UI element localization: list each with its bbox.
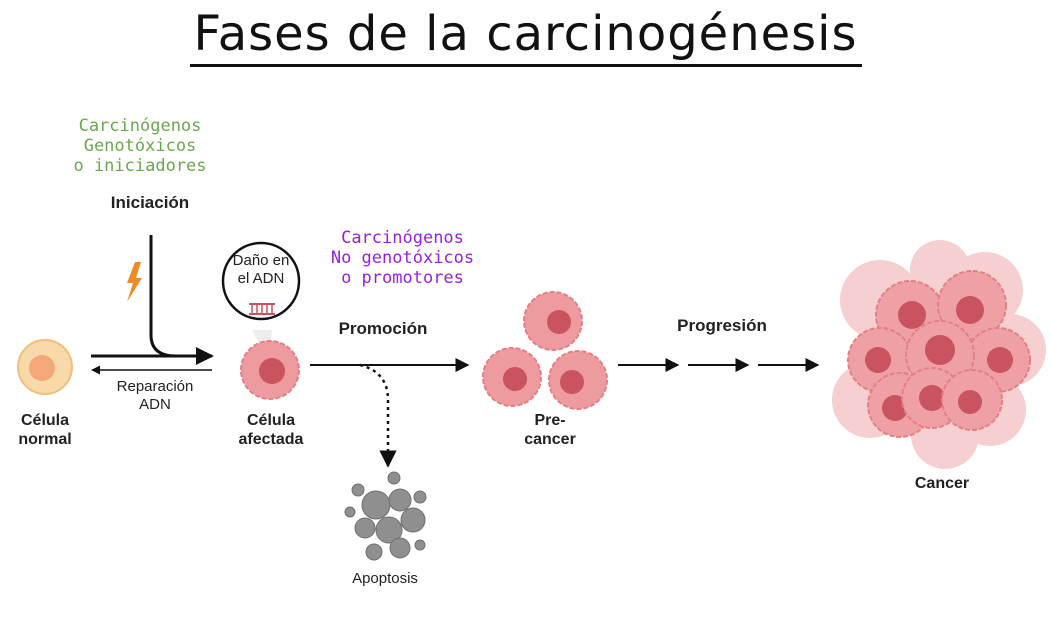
- progression-label: Progresión: [677, 316, 767, 335]
- promotion-label: Promoción: [338, 319, 428, 338]
- normal-cell: [17, 339, 73, 395]
- apoptosis-arrow: [359, 363, 397, 468]
- cancer-label: Cancer: [914, 475, 970, 492]
- apoptosis-cell: [344, 471, 427, 561]
- apoptosis-label: Apoptosis: [352, 570, 418, 587]
- initiation-label: Iniciación: [110, 193, 190, 212]
- affected-cell-label: Célula afectada: [238, 412, 304, 448]
- precancer-label: Pre- cancer: [524, 412, 576, 448]
- initiators-label: Carcinógenos Genotóxicos o iniciadores: [73, 116, 207, 177]
- dna-damage-bubble: [221, 241, 301, 360]
- initiation-arrow: [149, 235, 214, 365]
- normal-cell-label: Célula normal: [18, 412, 72, 448]
- dna-icon: [249, 303, 275, 315]
- cancer-mass: [832, 240, 1046, 469]
- lightning-icon: [127, 262, 142, 302]
- repair-label: Reparación ADN: [116, 378, 194, 413]
- precancer-cells: [482, 291, 608, 410]
- promoters-label: Carcinógenos No genotóxicos o promotores: [330, 228, 475, 289]
- dna-damage-label: Daño en el ADN: [232, 252, 290, 287]
- diagram-title: Fases de la carcinogénesis: [0, 6, 1051, 67]
- affected-cell: [240, 340, 300, 400]
